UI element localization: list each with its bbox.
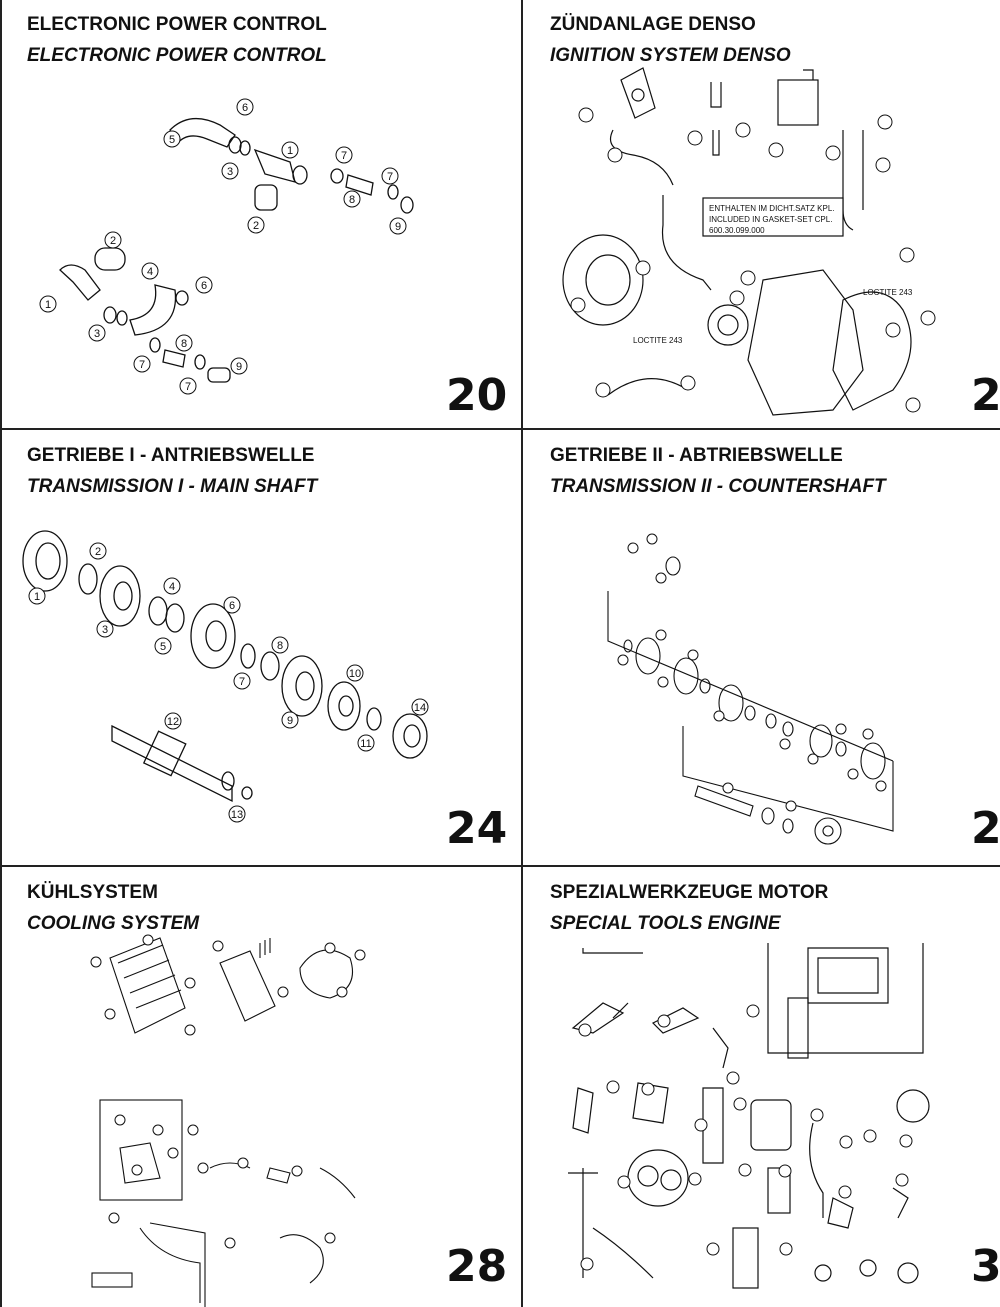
svg-text:1: 1 — [34, 591, 40, 603]
panel-title: ZÜNDANLAGE DENSO — [550, 14, 756, 35]
svg-text:8: 8 — [181, 338, 187, 350]
panel-special-tools-engine[interactable]: SPEZIALWERKZEUGE MOTOR SPECIAL TOOLS ENG… — [523, 868, 1000, 1307]
left-border — [0, 0, 2, 1307]
svg-text:5: 5 — [169, 134, 175, 146]
panel-title: GETRIEBE I - ANTRIEBSWELLE — [27, 445, 315, 466]
gasket-note-line1: ENTHALTEN IM DICHT.SATZ KPL. — [709, 204, 835, 213]
svg-text:9: 9 — [287, 715, 293, 727]
svg-text:3: 3 — [227, 166, 233, 178]
panel-subtitle: TRANSMISSION I - MAIN SHAFT — [27, 476, 318, 497]
horizontal-divider-1 — [0, 428, 1000, 430]
svg-text:13: 13 — [231, 809, 243, 821]
svg-text:9: 9 — [236, 361, 242, 373]
page-number: 2 — [971, 803, 1000, 854]
page-number: 20 — [446, 370, 508, 421]
panel-subtitle: COOLING SYSTEM — [27, 913, 200, 934]
vertical-divider — [521, 0, 523, 1307]
svg-text:6: 6 — [229, 600, 235, 612]
countershaft-exploded-drawing — [607, 533, 894, 845]
gasket-note-line2: INCLUDED IN GASKET-SET CPL. — [709, 215, 832, 224]
svg-text:10: 10 — [349, 668, 361, 680]
svg-text:2: 2 — [253, 220, 259, 232]
horizontal-divider-2 — [0, 865, 1000, 867]
panel-cooling-system[interactable]: KÜHLSYSTEM COOLING SYSTEM — [0, 868, 521, 1307]
svg-text:3: 3 — [94, 328, 100, 340]
panel-subtitle: ELECTRONIC POWER CONTROL — [27, 45, 327, 66]
svg-text:7: 7 — [139, 359, 145, 371]
page-number: 3 — [971, 1241, 1000, 1292]
svg-text:7: 7 — [185, 381, 191, 393]
panel-title: KÜHLSYSTEM — [27, 882, 158, 903]
svg-text:14: 14 — [414, 702, 426, 714]
panel-electronic-power-control[interactable]: ELECTRONIC POWER CONTROL ELECTRONIC POWE… — [0, 0, 521, 428]
panel-transmission-main-shaft[interactable]: GETRIEBE I - ANTRIEBSWELLE TRANSMISSION … — [0, 431, 521, 865]
svg-text:4: 4 — [147, 266, 153, 278]
gasket-note-line3: 600.30.099.000 — [709, 226, 765, 235]
svg-text:6: 6 — [242, 102, 248, 114]
panel-subtitle: TRANSMISSION II - COUNTERSHAFT — [550, 476, 886, 497]
panel-title: ELECTRONIC POWER CONTROL — [27, 14, 327, 35]
ignition-exploded-drawing: ENTHALTEN IM DICHT.SATZ KPL. INCLUDED IN… — [562, 67, 936, 416]
svg-text:7: 7 — [387, 171, 393, 183]
svg-text:8: 8 — [277, 640, 283, 652]
page-number: 24 — [446, 803, 508, 854]
svg-text:11: 11 — [360, 738, 371, 750]
svg-text:7: 7 — [239, 676, 245, 688]
svg-text:4: 4 — [169, 581, 175, 593]
special-tools-drawing — [568, 943, 930, 1289]
panel-subtitle: IGNITION SYSTEM DENSO — [550, 45, 791, 66]
page-number: 28 — [446, 1241, 508, 1292]
svg-text:8: 8 — [349, 194, 355, 206]
panel-transmission-countershaft[interactable]: GETRIEBE II - ABTRIEBSWELLE TRANSMISSION… — [523, 431, 1000, 865]
svg-text:1: 1 — [287, 145, 293, 157]
page-number: 2 — [971, 370, 1000, 421]
panel-ignition-system-denso[interactable]: ZÜNDANLAGE DENSO IGNITION SYSTEM DENSO E… — [523, 0, 1000, 428]
svg-text:7: 7 — [341, 150, 347, 162]
cooling-exploded-drawing — [90, 934, 366, 1307]
svg-text:LOCTITE 243: LOCTITE 243 — [863, 288, 913, 297]
svg-text:1: 1 — [45, 299, 51, 311]
svg-text:12: 12 — [167, 716, 179, 728]
svg-text:3: 3 — [102, 624, 108, 636]
epc-exploded-drawing: 6 5 1 3 2 7 7 8 9 2 4 6 1 3 8 7 7 9 — [39, 98, 414, 395]
panel-title: SPEZIALWERKZEUGE MOTOR — [550, 882, 829, 903]
svg-text:LOCTITE 243: LOCTITE 243 — [633, 336, 683, 345]
svg-text:2: 2 — [110, 235, 116, 247]
svg-text:5: 5 — [160, 641, 166, 653]
svg-text:2: 2 — [95, 546, 101, 558]
svg-text:9: 9 — [395, 221, 401, 233]
panel-title: GETRIEBE II - ABTRIEBSWELLE — [550, 445, 843, 466]
svg-text:6: 6 — [201, 280, 207, 292]
panel-subtitle: SPECIAL TOOLS ENGINE — [550, 913, 781, 934]
